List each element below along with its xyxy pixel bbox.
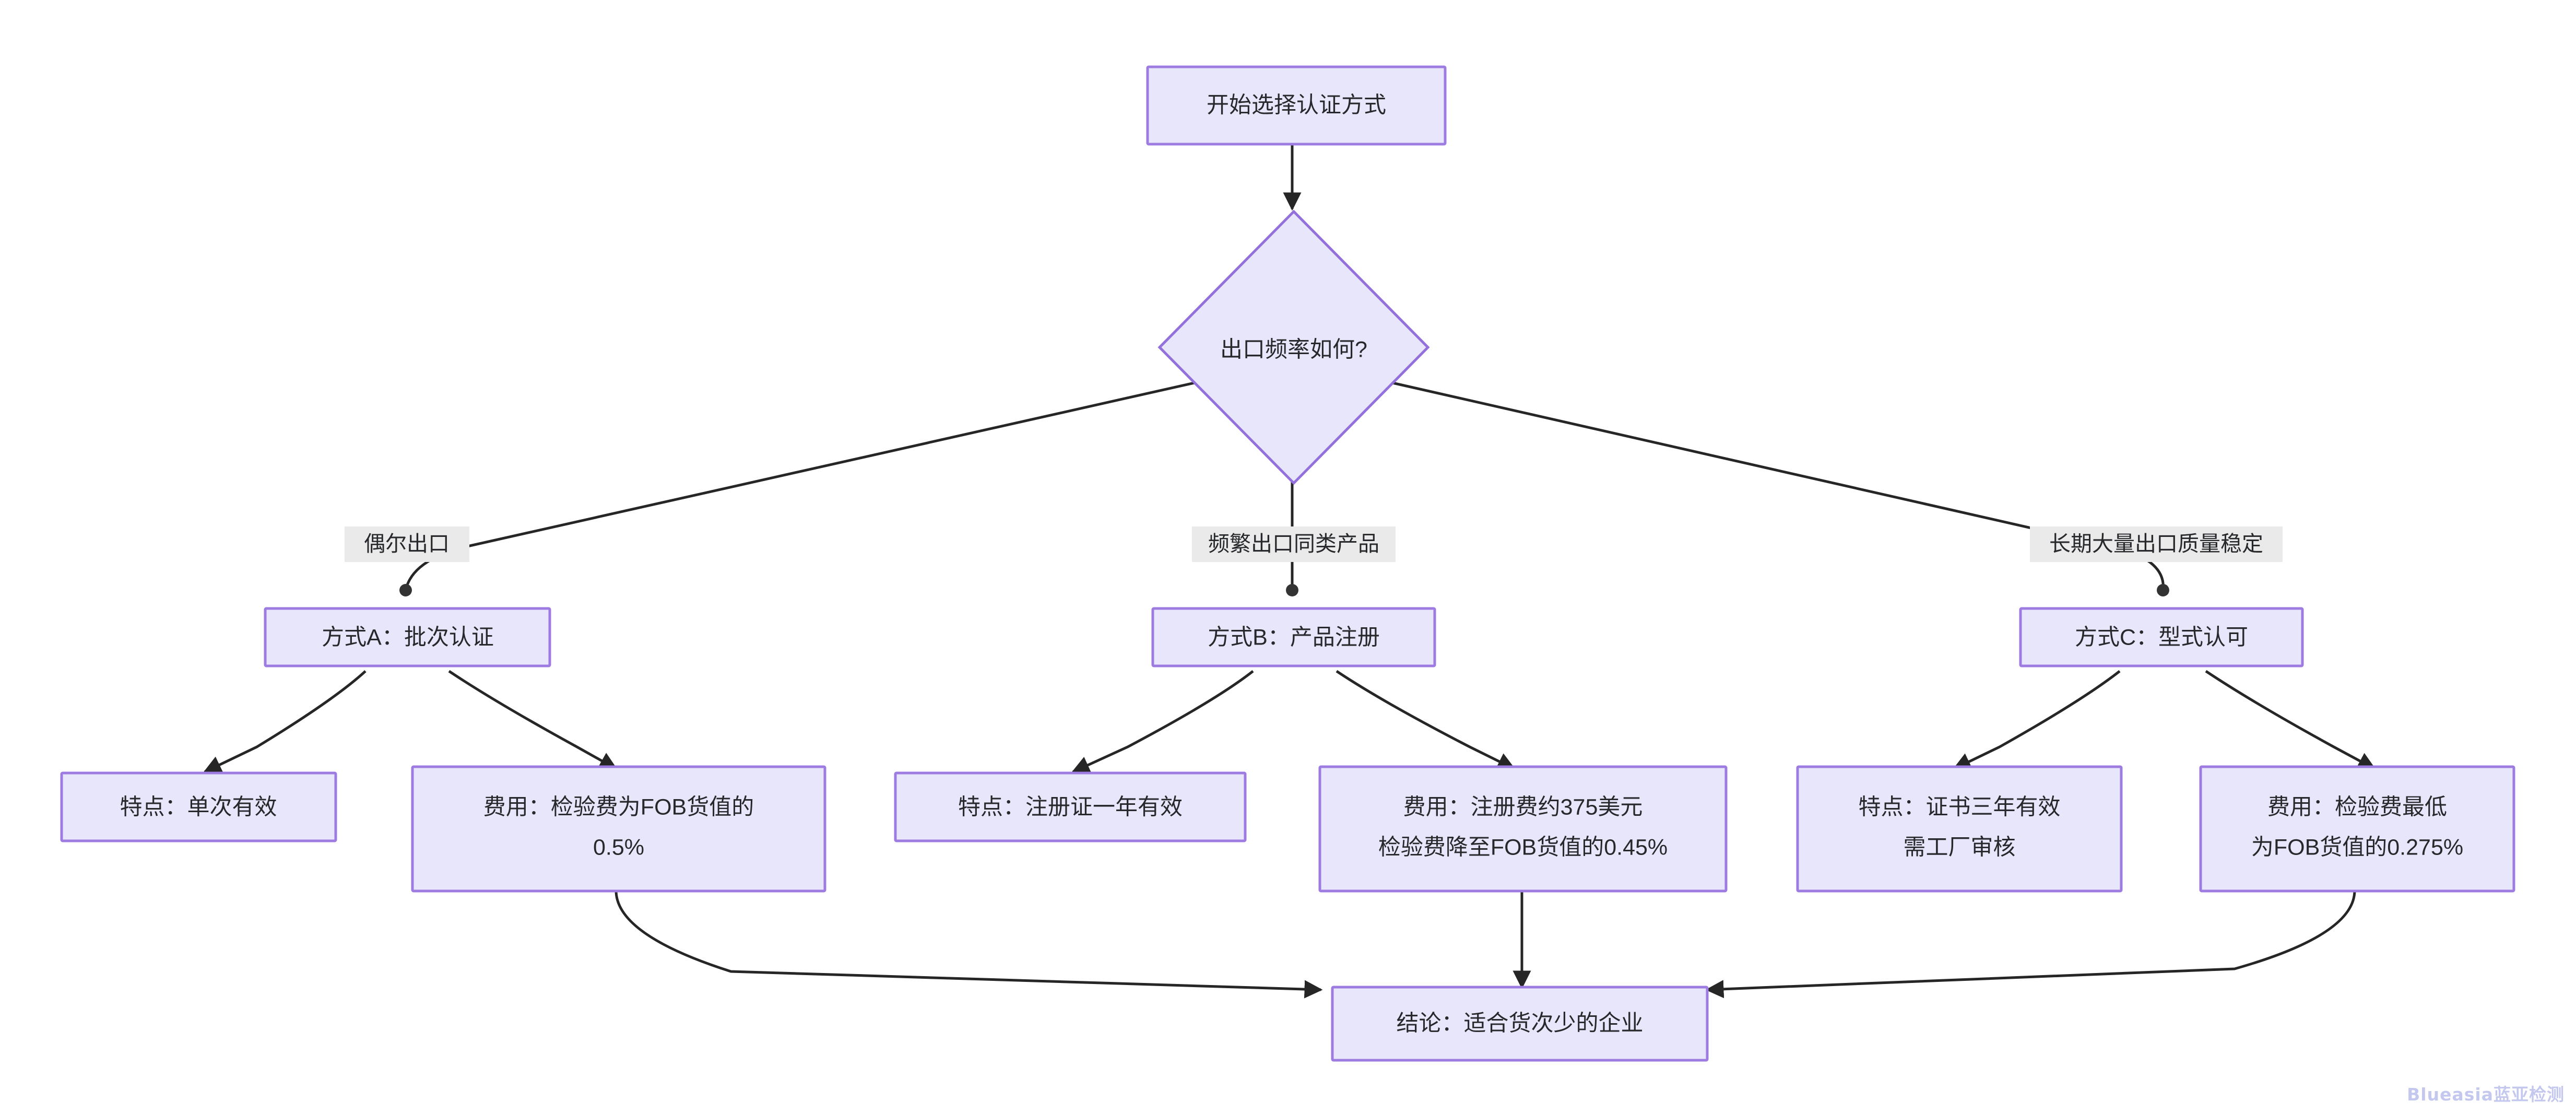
node-a-cost-line1: 费用：检验费为FOB货值的 <box>483 794 754 819</box>
node-b-feature-line1: 特点：注册证一年有效 <box>958 794 1183 819</box>
edge-label-left-text: 偶尔出口 <box>364 532 450 556</box>
node-conclusion[interactable]: 结论：适合货次少的企业 <box>1331 986 1709 1062</box>
node-start-label: 开始选择认证方式 <box>1207 92 1386 118</box>
edge-method-a-to-cost <box>448 670 618 770</box>
node-b-feature[interactable]: 特点：注册证一年有效 <box>894 771 1247 842</box>
node-conclusion-label: 结论：适合货次少的企业 <box>1397 1011 1644 1036</box>
node-start[interactable]: 开始选择认证方式 <box>1146 65 1447 146</box>
node-method-c-label: 方式C：型式认可 <box>2075 625 2248 650</box>
edge-label-right-text: 长期大量出口质量稳定 <box>2049 532 2263 556</box>
node-a-cost-line2: 0.5% <box>593 835 644 860</box>
node-c-cost-line1: 费用：检验费最低 <box>2267 794 2447 819</box>
edge-method-b-to-cost <box>1336 670 1516 770</box>
edge-method-c-to-cost <box>2205 670 2377 770</box>
node-c-feature-line1: 特点：证书三年有效 <box>1859 794 2061 819</box>
node-a-feature[interactable]: 特点：单次有效 <box>60 771 337 842</box>
edge-method-b-to-feature <box>1071 670 1254 774</box>
edge-label-branch-left: 偶尔出口 <box>345 526 469 562</box>
node-method-b[interactable]: 方式B：产品注册 <box>1151 607 1436 667</box>
node-b-cost-line2: 检验费降至FOB货值的0.45% <box>1378 835 1668 860</box>
edge-decision-to-method-a <box>399 379 1207 596</box>
edge-label-middle-text: 频繁出口同类产品 <box>1208 532 1379 556</box>
node-a-feature-line1: 特点：单次有效 <box>120 794 277 819</box>
edge-method-c-to-feature <box>1952 670 2121 770</box>
node-method-b-label: 方式B：产品注册 <box>1208 625 1380 650</box>
node-method-c[interactable]: 方式C：型式认可 <box>2019 607 2304 667</box>
node-c-cost-line2: 为FOB货值的0.275% <box>2251 835 2463 860</box>
edge-label-branch-right: 长期大量出口质量稳定 <box>2030 526 2283 562</box>
node-a-cost[interactable]: 费用：检验费为FOB货值的 0.5% <box>411 765 826 893</box>
node-c-feature[interactable]: 特点：证书三年有效 需工厂审核 <box>1796 765 2123 893</box>
edge-a-cost-to-conclusion <box>615 890 1323 999</box>
node-b-cost[interactable]: 费用：注册费约375美元 检验费降至FOB货值的0.45% <box>1318 765 1728 893</box>
edge-label-branch-middle: 频繁出口同类产品 <box>1192 526 1396 562</box>
node-decision-label: 出口频率如何? <box>1220 337 1367 362</box>
node-b-cost-line1: 费用：注册费约375美元 <box>1403 794 1643 819</box>
node-c-cost[interactable]: 费用：检验费最低 为FOB货值的0.275% <box>2199 765 2515 893</box>
watermark-label: Blueasia蓝亚检测 <box>2407 1084 2565 1105</box>
node-method-a-label: 方式A：批次认证 <box>322 625 494 650</box>
edge-method-a-to-feature <box>203 670 367 774</box>
node-decision[interactable]: 出口频率如何? <box>1157 209 1430 485</box>
edge-c-cost-to-conclusion <box>1705 890 2356 999</box>
node-c-feature-line2: 需工厂审核 <box>1904 835 2016 860</box>
node-method-a[interactable]: 方式A：批次认证 <box>264 607 551 667</box>
